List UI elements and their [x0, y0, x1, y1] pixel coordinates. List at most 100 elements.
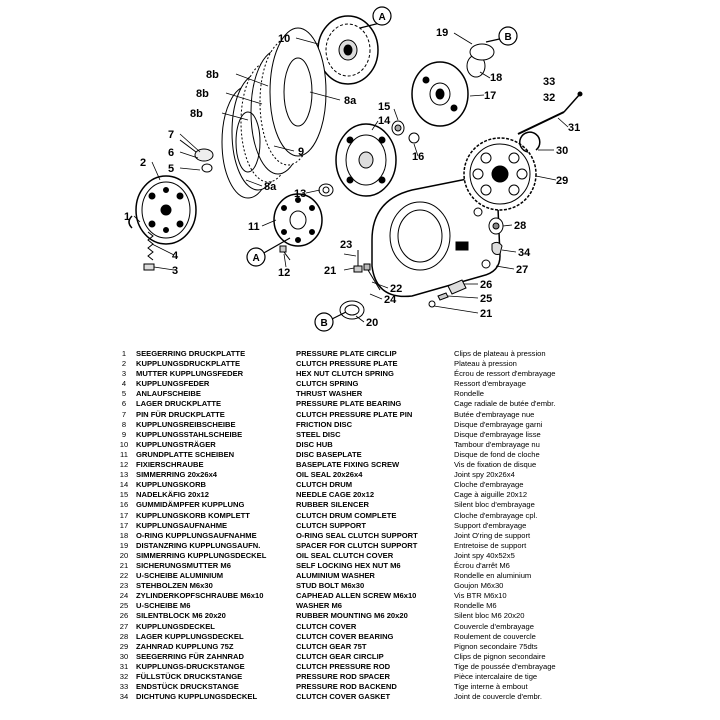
- svg-text:B: B: [505, 32, 512, 43]
- part-name-english: CLUTCH COVER BEARING: [296, 631, 394, 641]
- part-name-english: STUD BOLT M6x30: [296, 581, 365, 591]
- label-21-right: 21: [480, 308, 492, 320]
- part-number: 12: [119, 460, 129, 470]
- part-12-fixing-screw: [279, 245, 291, 261]
- part-number: 27: [119, 621, 129, 631]
- part-name-german: SEEGERRING FÜR ZAHNRAD: [136, 651, 245, 661]
- part-name-french: Disque d'embrayage lisse: [454, 429, 541, 439]
- part-name-english: CLUTCH SPRING: [296, 379, 359, 389]
- label-8b-3: 8b: [190, 108, 203, 120]
- part-name-english: BASEPLATE FIXING SCREW: [296, 460, 400, 470]
- part-name-german: ZAHNRAD KUPPLUNG 75Z: [136, 641, 234, 651]
- part-7-pin: [179, 139, 214, 173]
- part-number: 3: [121, 369, 127, 379]
- label-22: 22: [390, 283, 402, 295]
- label-28: 28: [514, 220, 526, 232]
- leader-lines: [133, 32, 569, 323]
- label-19: 19: [436, 27, 448, 39]
- part-name-german: FIXIERSCHRAUBE: [136, 460, 204, 470]
- part-name-french: Pignon secondaire 75dts: [454, 641, 538, 651]
- part-16-rubber-silencer: [408, 132, 420, 144]
- part-name-english: CLUTCH PRESSURE ROD: [296, 661, 391, 671]
- part-4-spring: [128, 215, 155, 271]
- part-name-english: CLUTCH PRESSURE PLATE PIN: [296, 409, 413, 419]
- part-name-german: KUPPLUNGSAUFNAHME: [136, 520, 228, 530]
- label-2: 2: [140, 157, 146, 169]
- label-8b-2: 8b: [196, 88, 209, 100]
- label-4: 4: [172, 250, 179, 262]
- part-name-english: ALUMINIUM WASHER: [296, 571, 375, 581]
- part-20-oil-seal: [339, 300, 365, 320]
- part-name-german: STEHBOLZEN M6x30: [136, 581, 213, 591]
- part-name-german: ENDSTÜCK DRUCKSTANGE: [136, 682, 239, 692]
- part-name-german: NADELKÄFIG 20x12: [136, 490, 210, 500]
- part-name-german: KUPPLUNGSDRUCKPLATTE: [136, 359, 241, 369]
- part-number: 22: [119, 571, 129, 581]
- callout-a-bottom: A: [246, 247, 266, 267]
- part-number: 6: [121, 399, 127, 409]
- label-15: 15: [378, 101, 390, 113]
- label-6: 6: [168, 147, 174, 159]
- part-name-english: NEEDLE CAGE 20x12: [296, 490, 375, 500]
- exploded-view-diagram: A B A B 10 8b 8b 8b 8a 9 8a 7 6 5 2 1 4 …: [124, 6, 583, 332]
- part-2-pressure-plate: [135, 175, 197, 245]
- part-number: 17: [119, 510, 129, 520]
- part-15-needle-cage: [391, 120, 405, 136]
- label-11: 11: [248, 221, 260, 233]
- label-24: 24: [384, 294, 397, 306]
- part-name-english: CAPHEAD ALLEN SCREW M6x10: [296, 591, 417, 601]
- part-name-german: O-RING KUPPLUNGSAUFNAHME: [136, 530, 257, 540]
- part-number: 32: [119, 672, 129, 681]
- part-number: 14: [119, 480, 129, 490]
- part-number: 24: [119, 591, 129, 601]
- part-name-german: SIMMERRING 20x26x4: [136, 470, 218, 480]
- part-number: 11: [120, 449, 128, 459]
- part-name-english: CLUTCH COVER: [296, 621, 357, 631]
- part-27-clutch-cover: [371, 177, 501, 298]
- part-name-french: Joint spy 40x52x5: [454, 550, 515, 560]
- part-number: 16: [119, 500, 129, 510]
- part-name-french: Cage à aiguille 20x12: [454, 490, 528, 500]
- part-name-french: Écrou d'arrêt M6: [454, 560, 510, 570]
- part-name-french: Cage radiale de butée d'embr.: [454, 399, 556, 409]
- label-9: 9: [298, 146, 304, 158]
- part-number: 26: [119, 611, 129, 621]
- label-12: 12: [278, 267, 290, 279]
- part-number: 9: [121, 429, 127, 439]
- part-name-english: CLUTCH GEAR 75T: [296, 641, 367, 651]
- label-34: 34: [518, 247, 531, 259]
- label-33: 33: [543, 76, 555, 88]
- part-name-french: Cloche d'embrayage cpl.: [454, 510, 538, 520]
- label-8b-1: 8b: [206, 69, 219, 81]
- part-name-french: Clips de plateau à pression: [454, 349, 546, 358]
- label-5: 5: [168, 163, 174, 175]
- part-name-german: KUPPLUNGS-DRUCKSTANGE: [136, 661, 245, 671]
- part-name-german: GUMMIDÄMPFER KUPPLUNG: [136, 500, 245, 510]
- part-number: 33: [119, 682, 129, 692]
- part-name-french: Écrou de ressort d'embrayage: [454, 369, 556, 379]
- label-27: 27: [516, 264, 528, 276]
- part-number: 28: [119, 631, 129, 641]
- part-30-gear-circlip: [519, 131, 541, 153]
- part-name-french: Butée d'embrayage nue: [454, 409, 535, 419]
- callout-b-top: B: [498, 26, 518, 46]
- part-name-german: DICHTUNG KUPPLUNGSDECKEL: [136, 692, 258, 702]
- part-19-spacer: [469, 43, 495, 61]
- part-name-english: CLUTCH DRUM COMPLETE: [296, 510, 397, 520]
- part-name-german: GRUNDPLATTE SCHEIBEN: [136, 449, 235, 459]
- part-name-german: ANLAUFSCHEIBE: [136, 389, 201, 399]
- part-name-german: MUTTER KUPPLUNGSFEDER: [136, 369, 244, 379]
